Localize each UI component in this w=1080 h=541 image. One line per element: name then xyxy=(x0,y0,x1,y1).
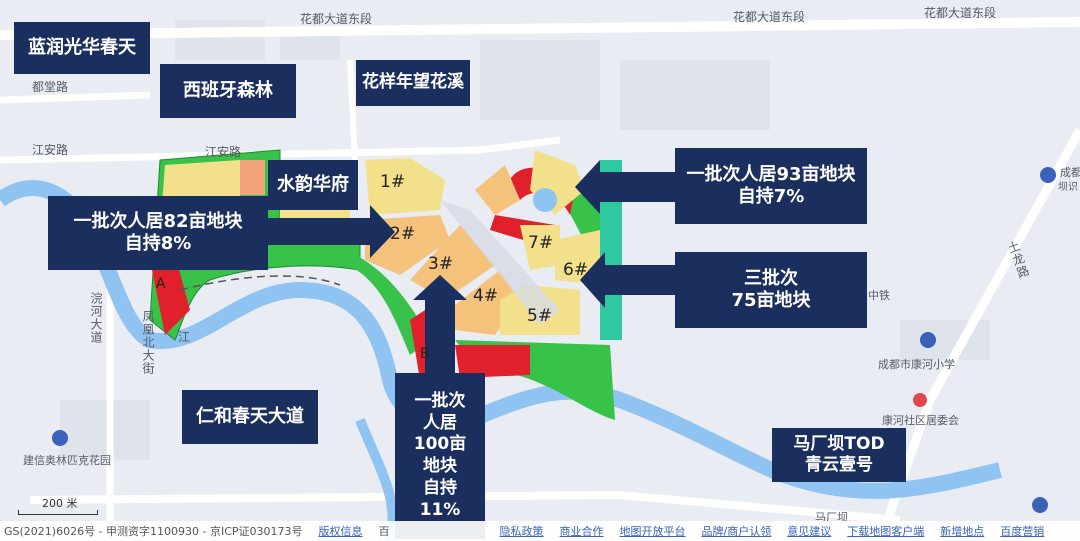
red-parcel-b2 xyxy=(455,345,530,378)
plot-label-6: 6# xyxy=(563,260,589,280)
poi-right-top[interactable]: 坝识 xyxy=(1058,182,1078,193)
poi-kanghe-committee[interactable]: 康河社区居委会 xyxy=(882,414,959,427)
plot-label-4: 4# xyxy=(473,286,499,306)
footer-brand-link[interactable]: 品牌/商户认领 xyxy=(701,525,772,538)
road-vertical xyxy=(347,59,358,161)
building-block xyxy=(620,60,770,130)
label-plot-100: 一批次 人居 100亩 地块 自持 11% xyxy=(395,373,485,539)
plot-orange-north xyxy=(475,165,520,215)
plot-orange-west xyxy=(240,160,265,195)
arrow-82 xyxy=(268,205,395,258)
road-label-huadu: 花都大道东段 xyxy=(924,6,997,20)
residence-pin-icon[interactable] xyxy=(52,430,68,446)
plot-1 xyxy=(365,158,445,215)
parking-pin-icon[interactable] xyxy=(1032,497,1048,513)
footer-download-link[interactable]: 下载地图客户端 xyxy=(847,525,925,538)
plot-label-2: 2# xyxy=(390,224,416,244)
footer-gs: GS(2021)6026号 - 甲测资字1100930 - 京ICP证03017… xyxy=(4,525,303,538)
pond xyxy=(533,188,557,212)
building-block xyxy=(60,400,150,460)
road-label-jiangan: 江安路 xyxy=(32,143,69,157)
road-label-huadu: 花都大道东段 xyxy=(733,10,806,24)
poi-cheng[interactable]: 成都 xyxy=(1060,166,1080,179)
scale-label: 200 米 xyxy=(42,497,78,510)
footer-bai: 百 xyxy=(378,525,390,538)
plot-label-1: 1# xyxy=(380,172,406,192)
plot-3 xyxy=(410,225,495,300)
footer-copyright-link[interactable]: 版权信息 xyxy=(318,525,363,538)
footer-business-link[interactable]: 商业合作 xyxy=(559,525,604,538)
road-south xyxy=(29,490,901,524)
label-xibanya: 西班牙森林 xyxy=(160,64,296,118)
label-lanrun: 蓝润光华春天 xyxy=(14,22,150,74)
road-huadu xyxy=(0,17,1080,40)
committee-pin-icon[interactable] xyxy=(913,393,927,407)
footer-marketing-link[interactable]: 百度营销 xyxy=(1000,525,1045,538)
road-label-wanghe: 浣河大道 xyxy=(89,292,103,344)
scale-bar xyxy=(18,510,98,515)
footer-privacy-link[interactable]: 隐私政策 xyxy=(499,525,544,538)
map-footer: GS(2021)6026号 - 甲测资字1100930 - 京ICP证03017… xyxy=(0,521,1080,541)
rail-line xyxy=(179,275,341,291)
road-label-huadu: 花都大道东段 xyxy=(300,12,373,26)
arrow-93 xyxy=(575,160,675,214)
building-block xyxy=(900,320,990,360)
red-parcel-a xyxy=(150,255,190,335)
label-huayang: 花样年望花溪 xyxy=(356,60,470,106)
poi-makuangba[interactable]: 马厂坝 xyxy=(815,511,848,524)
label-plot-82: 一批次人居82亩地块自持8% xyxy=(48,196,268,270)
building-block xyxy=(175,20,265,60)
poi-pin-icon[interactable] xyxy=(1040,167,1056,183)
road-label-jiang: 江 xyxy=(178,330,191,344)
road-label-fenghuang: 凤凰北大街 xyxy=(141,310,155,375)
school-pin-icon[interactable] xyxy=(920,332,936,348)
label-renhe: 仁和春天大道 xyxy=(182,390,318,444)
green-belt-river xyxy=(165,244,430,355)
footer-newplace-link[interactable]: 新增地点 xyxy=(940,525,985,538)
poi-zhongtie[interactable]: 中铁 xyxy=(868,289,890,302)
footer-open-platform-link[interactable]: 地图开放平台 xyxy=(619,525,686,538)
plot-label-b: B xyxy=(420,346,430,362)
corridor xyxy=(440,200,560,325)
label-shuiyun: 水韵华府 xyxy=(268,160,358,210)
poi-jianxin[interactable]: 建信奥林匹克花园 xyxy=(23,454,111,467)
poi-kanghe-school[interactable]: 成都市康河小学 xyxy=(878,358,955,371)
plot-label-7: 7# xyxy=(528,233,554,253)
arrow-75 xyxy=(580,252,675,308)
plot-label-a: A xyxy=(156,276,166,292)
plot-label-5: 5# xyxy=(527,306,553,326)
footer-feedback-link[interactable]: 意见建议 xyxy=(787,525,832,538)
plot-7 xyxy=(520,225,560,270)
road-label-dutang: 都堂路 xyxy=(32,80,69,94)
label-plot-93: 一批次人居93亩地块自持7% xyxy=(675,148,867,224)
road-label-jiangan-2: 江安路 xyxy=(205,145,242,159)
plot-label-3: 3# xyxy=(428,254,454,274)
road-dutang xyxy=(0,91,151,104)
road-jiangan xyxy=(0,136,561,164)
building-block xyxy=(480,40,600,120)
arrow-100 xyxy=(413,275,467,375)
